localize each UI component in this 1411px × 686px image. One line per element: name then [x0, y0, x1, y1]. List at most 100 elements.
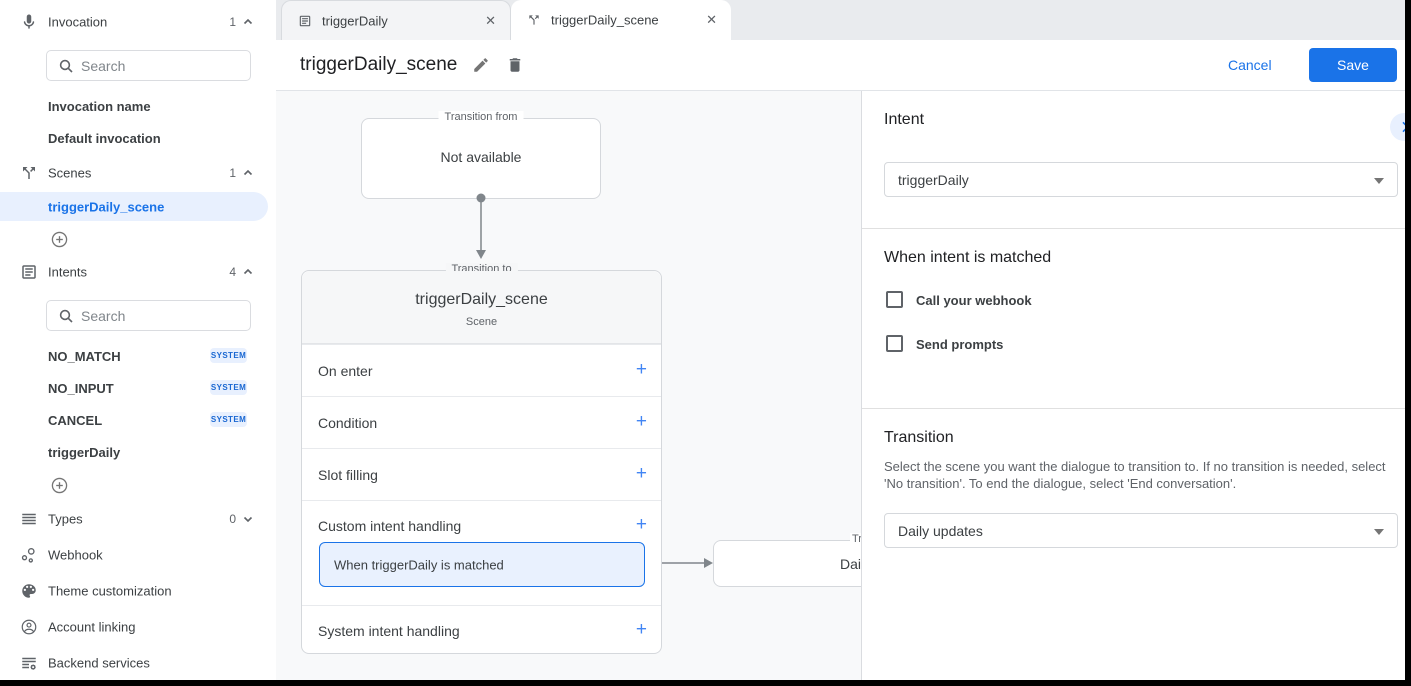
scene-row-slot-filling: Slot filling + [302, 448, 661, 500]
scene-row-system-intent-handling: System intent handling + [302, 605, 661, 655]
add-icon[interactable]: + [635, 514, 647, 535]
chevron-up-icon[interactable] [242, 266, 254, 278]
transition-from-legend: Transition from [438, 111, 524, 123]
tab-triggerdaily[interactable]: triggerDaily ✕ [281, 0, 511, 40]
section-count: 1 [229, 15, 236, 29]
sidebar-item-triggerdaily[interactable]: triggerDaily [48, 445, 121, 460]
sidebar-section-label: Scenes [48, 165, 92, 181]
sidebar-item-no-match[interactable]: NO_MATCH [48, 349, 121, 364]
sidebar-item-triggerdaily-scene-selected[interactable]: triggerDaily_scene [0, 192, 268, 221]
sidebar-section-intents[interactable]: Intents 4 [0, 256, 276, 288]
sidebar-section-label: Invocation [48, 14, 108, 30]
add-icon[interactable]: + [635, 411, 647, 432]
intent-dropdown[interactable]: triggerDaily [884, 162, 1398, 197]
next-box-legend: Tr [850, 533, 861, 545]
chevron-down-icon[interactable] [242, 513, 254, 525]
scene-card-title: triggerDaily_scene [415, 291, 548, 308]
search-icon [59, 309, 73, 323]
transition-to-box: Transition to triggerDaily_scene Scene O… [301, 263, 662, 655]
scene-row-label: Slot filling [318, 467, 378, 483]
sidebar-item-cancel[interactable]: CANCEL [48, 413, 103, 428]
add-icon[interactable]: + [635, 359, 647, 380]
sidebar-item-label: Webhook [48, 547, 103, 563]
send-prompts-checkbox[interactable] [886, 335, 903, 352]
sidebar-section-invocation[interactable]: Invocation 1 [0, 6, 276, 38]
palette-icon [22, 584, 36, 598]
tab-bar: triggerDaily ✕ triggerDaily_scene ✕ [276, 0, 1405, 40]
sidebar-item-webhook[interactable]: Webhook [0, 539, 276, 571]
dropdown-caret-icon [1374, 529, 1384, 535]
save-button[interactable]: Save [1309, 48, 1397, 82]
transition-description: Select the scene you want the dialogue t… [884, 459, 1386, 491]
transition-dropdown[interactable]: Daily updates [884, 513, 1398, 548]
sidebar-section-scenes[interactable]: Scenes 1 [0, 157, 276, 189]
sidebar-item-label: Theme customization [48, 583, 172, 599]
sidebar-item-default-invocation[interactable]: Default invocation [48, 131, 161, 146]
sidebar-item-backend-services[interactable]: Backend services [0, 647, 276, 679]
transition-from-box: Transition from Not available [361, 111, 601, 199]
chevron-right-icon [1402, 121, 1405, 133]
intent-heading: Intent [884, 111, 925, 128]
scene-diagram-canvas: Transition from Not available Transition… [276, 91, 861, 680]
tab-triggerdaily-scene[interactable]: triggerDaily_scene ✕ [511, 0, 731, 40]
delete-trash-icon[interactable] [506, 56, 524, 74]
invocation-search [46, 50, 251, 81]
main-area: triggerDaily ✕ triggerDaily_scene ✕ trig… [276, 0, 1405, 680]
scene-row-on-enter: On enter + [302, 344, 661, 396]
sidebar: Invocation 1 Invocation name Default inv… [0, 0, 276, 680]
backend-services-icon [22, 657, 36, 670]
close-icon[interactable]: ✕ [706, 12, 717, 27]
sidebar-item-account-linking[interactable]: Account linking [0, 611, 276, 643]
transition-from-value: Not available [440, 149, 522, 165]
sidebar-item-invocation-name[interactable]: Invocation name [48, 99, 151, 114]
section-count: 0 [229, 512, 236, 526]
page-title: triggerDaily_scene [300, 54, 458, 75]
system-badge: SYSTEM [210, 380, 247, 395]
close-icon[interactable]: ✕ [485, 12, 496, 28]
scene-split-icon [529, 15, 539, 25]
scene-row-custom-intent-handling: Custom intent handling + [302, 500, 661, 605]
sidebar-section-label: Types [48, 511, 83, 527]
system-badge: SYSTEM [210, 348, 247, 363]
add-icon[interactable]: + [635, 619, 647, 640]
system-badge: SYSTEM [210, 412, 247, 427]
when-intent-matched-heading: When intent is matched [884, 249, 1052, 266]
tab-label: triggerDaily [322, 13, 388, 28]
chevron-up-icon[interactable] [242, 16, 254, 28]
webhook-icon [21, 548, 35, 563]
search-icon [59, 59, 73, 73]
call-webhook-checkbox[interactable] [886, 291, 903, 308]
search-input[interactable] [81, 51, 241, 80]
cancel-button[interactable]: Cancel [1228, 57, 1272, 73]
intent-handler-label: When triggerDaily is matched [334, 557, 504, 572]
collapse-panel-button[interactable] [1390, 113, 1405, 141]
search-input[interactable] [81, 301, 241, 330]
tab-label: triggerDaily_scene [551, 12, 659, 28]
next-transition-box-clipped: Tr Dail [713, 533, 861, 587]
add-intent-icon[interactable] [51, 477, 68, 494]
sidebar-item-label: Account linking [48, 619, 136, 635]
scene-row-condition: Condition + [302, 396, 661, 448]
scene-row-label: On enter [318, 363, 373, 379]
scene-row-label: Condition [318, 415, 378, 431]
scene-row-label: Custom intent handling [318, 518, 462, 534]
account-circle-icon [21, 619, 37, 635]
sidebar-item-no-input[interactable]: NO_INPUT [48, 381, 114, 396]
selected-scene-label: triggerDaily_scene [48, 199, 165, 214]
add-scene-icon[interactable] [51, 231, 68, 248]
sidebar-item-theme-customization[interactable]: Theme customization [0, 575, 276, 607]
intent-handler-card-selected[interactable]: When triggerDaily is matched [319, 542, 645, 587]
microphone-icon [23, 14, 35, 29]
edit-pencil-icon[interactable] [472, 56, 490, 74]
scene-row-label: System intent handling [318, 623, 460, 639]
transition-dropdown-value: Daily updates [898, 522, 983, 539]
add-icon[interactable]: + [635, 463, 647, 484]
article-icon [299, 15, 311, 27]
chevron-up-icon[interactable] [242, 167, 254, 179]
scene-card-header: triggerDaily_scene Scene [302, 271, 661, 344]
sidebar-section-types[interactable]: Types 0 [0, 503, 276, 535]
next-box-value: Dail [840, 555, 861, 572]
sidebar-item-label: Backend services [48, 655, 150, 671]
divider [862, 408, 1405, 409]
